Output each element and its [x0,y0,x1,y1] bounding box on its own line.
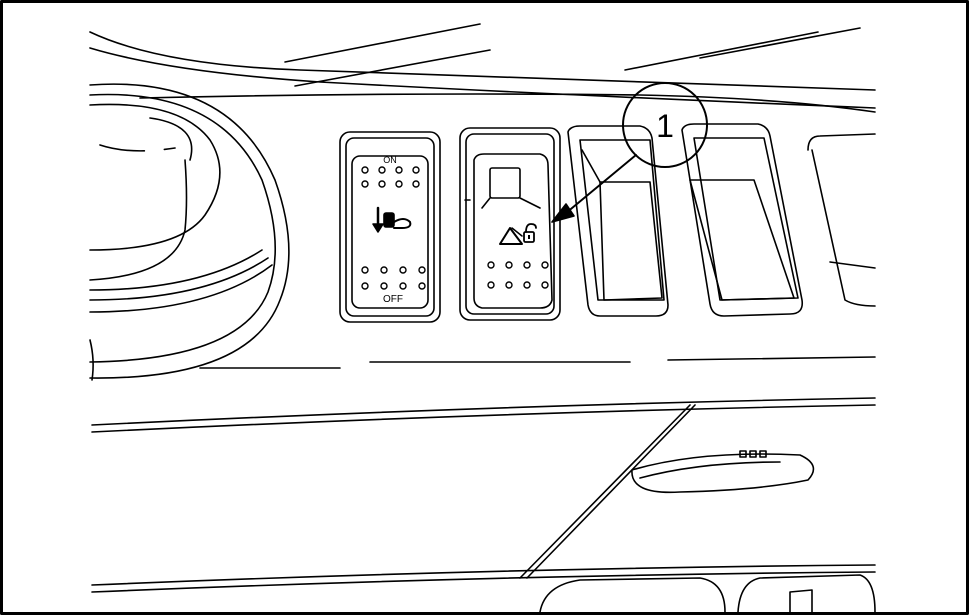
indicator-dot [378,180,386,188]
indicator-dot [399,282,407,290]
right-switch-dots [487,261,549,289]
arrow-head-icon [551,203,575,223]
indicator-dot [541,261,549,269]
callout-circle [622,82,708,168]
indicator-dot [361,166,369,174]
indicator-dot [487,281,495,289]
dashboard-contours [89,31,876,381]
indicator-dot [412,180,420,188]
rotary-knob [89,83,290,379]
indicator-dot [361,266,369,274]
indicator-dot [505,261,513,269]
indicator-dot [418,282,426,290]
indicator-dot [412,166,420,174]
indicator-dot [487,261,495,269]
indicator-dot [418,266,426,274]
indicator-dot [541,281,549,289]
indicator-dot [523,261,531,269]
indicator-dot [399,266,407,274]
triangle-unlock-icon [499,223,537,245]
indicator-dot [395,180,403,188]
blank-switch-2 [681,123,804,317]
left-switch-dots-top [361,166,420,188]
windshield-lines [284,23,861,87]
indicator-dot [378,166,386,174]
door-handle [631,450,815,494]
left-rocker-switch[interactable]: ON OFF [339,131,441,323]
left-switch-off-label: OFF [383,294,403,305]
callout-leader-arrow [559,154,637,219]
lower-seat-icon [372,206,412,233]
callout-number: 1 [656,108,674,144]
indicator-dot [380,266,388,274]
console-shelf [91,356,876,593]
left-switch-on-label: ON [383,155,397,165]
blank-switch-1 [567,125,669,317]
indicator-dot [380,282,388,290]
indicator-dot [361,282,369,290]
indicator-dot [505,281,513,289]
right-rocker-switch[interactable] [459,127,561,321]
indicator-dot [523,281,531,289]
callout-1: 1 [551,82,708,223]
left-switch-dots-bottom [361,266,426,290]
bottom-controls [539,574,876,613]
blank-switch-3 [807,133,876,307]
indicator-dot [361,180,369,188]
indicator-dot [395,166,403,174]
